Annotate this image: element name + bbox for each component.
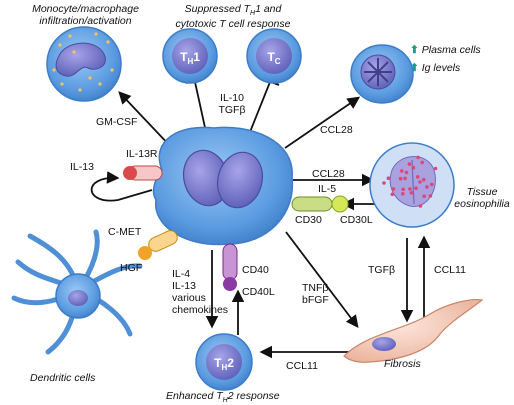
- il13r-receptor: [123, 165, 163, 181]
- tgfb-right-label: TGFβ: [368, 264, 396, 276]
- eosinophil-granules: [382, 155, 438, 208]
- cmet-receptor: [138, 230, 178, 260]
- ccl28-top-label: CCL28: [320, 124, 353, 136]
- il13-mid-label: IL-13: [172, 280, 196, 293]
- central-cell: [152, 126, 294, 246]
- svg-text:TC: TC: [267, 50, 280, 66]
- th1-num: 1: [193, 50, 200, 64]
- chemokines-label: chemokines: [172, 304, 229, 317]
- tgfb-top-label: TGFβ: [218, 104, 246, 117]
- inhibit-th1-line: [194, 81, 207, 133]
- inhibit-tc-line: [249, 81, 271, 133]
- eosinophil-cell: [369, 142, 455, 228]
- ccl28-mid-label: CCL28: [312, 168, 345, 180]
- tc-sub: C: [275, 57, 281, 66]
- fibrosis-label: Fibrosis: [384, 358, 421, 370]
- tc-cell: TC: [246, 28, 302, 84]
- il5-label: IL-5: [318, 183, 337, 195]
- cd30-receptor: [291, 195, 349, 213]
- ccl11-bottom-label: CCL11: [286, 360, 318, 372]
- ccl11-right-label: CCL11: [434, 264, 466, 276]
- suppressed-title-line2: cytotoxic T cell response: [175, 18, 291, 31]
- various-label: various: [172, 292, 206, 305]
- svg-text:TH2: TH2: [214, 356, 234, 372]
- plasma-cell: [350, 44, 414, 104]
- cd30-label: CD30: [295, 214, 322, 226]
- enhanced-th2-label: Enhanced TH2 response: [166, 390, 280, 405]
- plasma-cells-label: ⬆ Plasma cells: [410, 44, 481, 56]
- il13r-label: IL-13R: [126, 148, 158, 160]
- suppressed-title-line1: Suppressed TH1 and: [184, 3, 282, 18]
- th2-label: T: [214, 356, 222, 370]
- cd40-label: CD40: [242, 264, 269, 276]
- cd30l-label: CD30L: [340, 214, 373, 226]
- tc-label: T: [267, 50, 275, 64]
- th1-cell: TH1: [162, 28, 218, 84]
- cd40l-label: CD40L: [242, 286, 275, 298]
- fibroblast-cell: [343, 299, 484, 363]
- tnfb-label: TNFβ: [302, 282, 329, 294]
- dendritic-label: Dendritic cells: [30, 372, 96, 384]
- monocyte-title-line2: infiltration/activation: [39, 15, 132, 28]
- il10-label: IL-10: [220, 92, 244, 104]
- svg-text:TH1: TH1: [180, 50, 200, 66]
- cd40-receptor: [222, 243, 238, 291]
- th2-cell: TH2: [195, 333, 253, 391]
- th1-label: T: [180, 50, 188, 64]
- bfgf-label: bFGF: [302, 294, 329, 307]
- il13-left-label: IL-13: [70, 161, 94, 173]
- tissue-label-line1: Tissue: [466, 186, 498, 198]
- arrow-to-plasma: [284, 96, 361, 149]
- tissue-label-line2: eosinophilia: [454, 198, 510, 211]
- th2-sub: H: [221, 363, 227, 372]
- il4-label: IL-4: [172, 268, 191, 280]
- dendritic-cell: [11, 229, 143, 355]
- ig-levels-label: ⬆ Ig levels: [410, 62, 461, 74]
- arrow-to-monocyte: [118, 91, 173, 149]
- gmcsf-label: GM-CSF: [96, 116, 138, 128]
- arrow-to-fibrosis: [285, 231, 359, 329]
- cmet-label: C-MET: [108, 226, 142, 238]
- hgf-label: HGF: [120, 262, 143, 274]
- monocyte-cell: [46, 26, 122, 102]
- th1-sub: H: [187, 57, 193, 66]
- monocyte-title-line1: Monocyte/macrophage: [32, 3, 139, 15]
- arrow-il13-loop: [90, 171, 153, 202]
- th2-num: 2: [227, 356, 234, 370]
